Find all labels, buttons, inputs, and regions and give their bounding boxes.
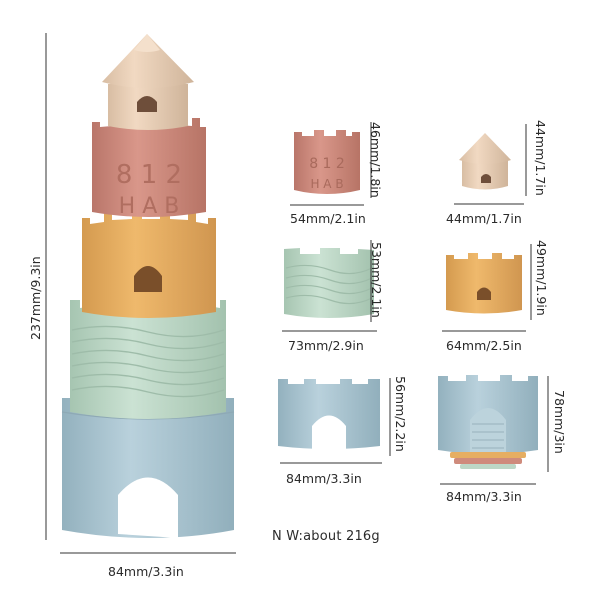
tower-red-cup: 8 1 2 H A B <box>92 117 206 219</box>
tower-blue-cup <box>61 394 235 538</box>
cap-piece-width-label: 44mm/1.7in <box>446 211 522 226</box>
tower-orange-cup <box>82 211 216 318</box>
blue-small-piece <box>278 379 380 452</box>
blue-small-height-label: 56mm/2.2in <box>393 376 408 452</box>
cap-piece-height-label: 44mm/1.7in <box>533 120 548 196</box>
tower-green-cup <box>70 296 226 419</box>
orange-piece-width-label: 64mm/2.5in <box>446 338 522 353</box>
red-piece-letters: H A B <box>310 177 343 191</box>
blue-large-width-label: 84mm/3.3in <box>446 489 522 504</box>
orange-piece <box>446 253 522 314</box>
red-piece-height-label: 46mm/1.8in <box>368 122 383 198</box>
stacked-tower: 8 1 2 H A B <box>61 34 235 538</box>
green-piece-width-label: 73mm/2.9in <box>288 338 364 353</box>
tower-red-cup-letters: H A B <box>119 194 180 219</box>
green-piece <box>284 248 374 318</box>
tower-cap <box>102 34 194 130</box>
blue-large-height-label: 78mm/3in <box>552 390 567 454</box>
red-piece-width-label: 54mm/2.1in <box>290 211 366 226</box>
tower-red-cup-numbers: 8 1 2 <box>116 160 182 190</box>
blue-small-width-label: 84mm/3.3in <box>286 471 362 486</box>
blue-large-piece <box>438 375 538 469</box>
net-weight-label: N W:about 216g <box>272 529 380 544</box>
orange-piece-height-label: 49mm/1.9in <box>534 240 549 316</box>
red-piece-numbers: 8 1 2 <box>309 156 345 172</box>
tower-height-label: 237mm/9.3in <box>28 256 43 340</box>
tower-width-label: 84mm/3.3in <box>108 564 184 579</box>
cap-piece <box>459 133 511 190</box>
green-piece-height-label: 53mm/2.1in <box>369 242 384 318</box>
red-piece: 8 1 2 H A B <box>294 130 360 194</box>
